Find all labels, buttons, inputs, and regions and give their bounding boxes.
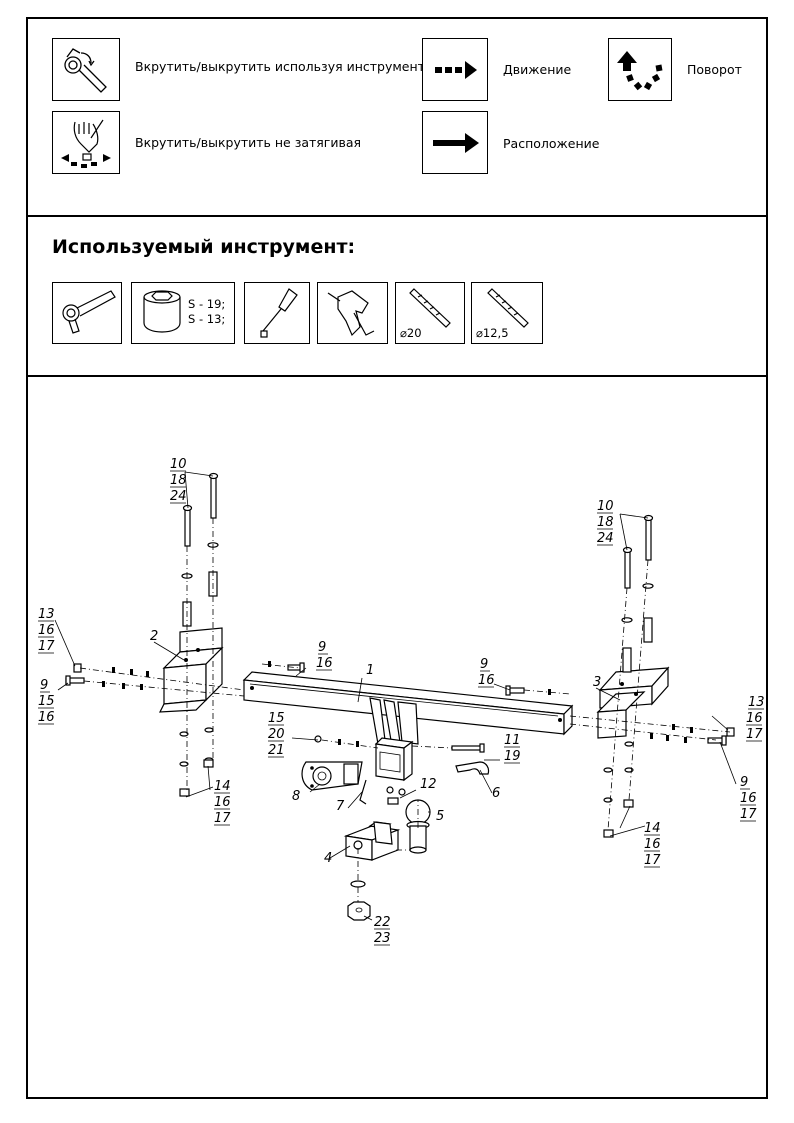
callout-16-right-beam: 16 — [478, 673, 495, 688]
legend-movement-label: Движение — [503, 62, 572, 77]
drill-bit-12-5-label: ⌀12,5 — [476, 326, 509, 340]
callout-13-right: 13 — [748, 695, 765, 710]
callout-7: 7 — [336, 799, 345, 814]
legend-hand-turn-label: Вкрутить/выкрутить не затягивая — [135, 135, 362, 150]
callout-24-left: 24 — [170, 489, 187, 504]
callout-14-right: 14 — [644, 821, 661, 836]
callout-17-right: 17 — [746, 727, 763, 742]
callout-4: 4 — [324, 851, 332, 866]
socket-head-icon: S - 19; S - 13; — [131, 282, 235, 344]
callout-19: 19 — [504, 749, 521, 764]
callout-16-left-b: 16 — [38, 710, 55, 725]
callout-labels: 10 18 24 10 18 24 13 16 17 9 15 16 2 9 1… — [38, 457, 765, 946]
callout-10-right: 10 — [597, 499, 614, 514]
callout-16-center: 16 — [316, 656, 333, 671]
callout-9-right-beam: 9 — [480, 657, 488, 672]
callout-15-mid: 15 — [268, 711, 285, 726]
callout-21: 21 — [268, 743, 285, 758]
section-divider-1 — [26, 215, 768, 217]
callout-22: 22 — [374, 915, 391, 930]
screwdriver-icon — [244, 282, 310, 344]
callout-23: 23 — [374, 931, 391, 946]
leader-lines — [54, 471, 737, 921]
callout-5: 5 — [436, 809, 444, 824]
callout-11: 11 — [504, 733, 521, 748]
callout-24-right: 24 — [597, 531, 614, 546]
dashed-arrow-icon — [422, 38, 488, 101]
callout-16-left-nut: 16 — [214, 795, 231, 810]
callout-underlines — [38, 470, 764, 946]
hand-turn-icon — [52, 111, 120, 174]
callout-8: 8 — [292, 789, 300, 804]
callout-12: 12 — [420, 777, 437, 792]
callout-17-right-nut: 17 — [644, 853, 661, 868]
right-horizontal-fasteners — [569, 715, 735, 746]
callout-20: 20 — [268, 727, 285, 742]
callout-9-right: 9 — [740, 775, 748, 790]
beam-bolts — [261, 661, 571, 910]
callout-17-left-nut: 17 — [214, 811, 231, 826]
callout-14-left: 14 — [214, 779, 231, 794]
callout-10-left: 10 — [170, 457, 187, 472]
callout-16-left-a: 16 — [38, 623, 55, 638]
wrench-turn-icon — [52, 38, 120, 101]
callout-2: 2 — [150, 629, 158, 644]
callout-17-left: 17 — [38, 639, 55, 654]
left-bracket — [159, 627, 224, 713]
rotation-arrow-icon — [608, 38, 672, 101]
locking-pin — [455, 761, 490, 775]
page-frame — [26, 17, 768, 1099]
socket-size-19: S - 19; — [188, 297, 226, 311]
socket-size-13: S - 13; — [188, 312, 226, 326]
callout-16-right-b: 16 — [740, 791, 757, 806]
callout-3: 3 — [593, 675, 601, 690]
callout-16-right-nut: 16 — [644, 837, 661, 852]
drill-bit-12-5-icon: ⌀12,5 — [471, 282, 543, 344]
spring-clip — [359, 779, 367, 805]
callout-9-left: 9 — [40, 678, 48, 693]
callout-6: 6 — [492, 786, 500, 801]
center-receiver — [369, 697, 419, 796]
ball-mount — [343, 821, 401, 861]
legend-rotation-label: Поворот — [687, 62, 742, 77]
drill-icon — [317, 282, 388, 344]
tools-title: Используемый инструмент: — [52, 236, 356, 258]
callout-9-center: 9 — [318, 640, 326, 655]
right-bracket — [596, 666, 670, 739]
solid-arrow-icon — [422, 111, 488, 174]
drill-bit-20-icon: ⌀20 — [395, 282, 465, 344]
callout-16-right-a: 16 — [746, 711, 763, 726]
callout-18-right: 18 — [597, 515, 614, 530]
left-vertical-fasteners — [179, 472, 219, 797]
right-vertical-fasteners — [603, 514, 654, 838]
section-divider-2 — [26, 375, 768, 377]
legend-placement-label: Расположение — [503, 136, 600, 151]
legend-tool-turn-label: Вкрутить/выкрутить используя инструмент — [135, 59, 425, 74]
callout-15-left: 15 — [38, 694, 55, 709]
drill-bit-20-label: ⌀20 — [400, 326, 422, 340]
callout-1: 1 — [366, 663, 374, 678]
callout-17-right-b: 17 — [740, 807, 757, 822]
socket-plate — [301, 761, 363, 791]
left-horizontal-fasteners — [65, 663, 245, 697]
callout-13-left: 13 — [38, 607, 55, 622]
ratchet-wrench-icon — [52, 282, 122, 344]
bottom-nut — [347, 880, 371, 921]
callout-18-left: 18 — [170, 473, 187, 488]
